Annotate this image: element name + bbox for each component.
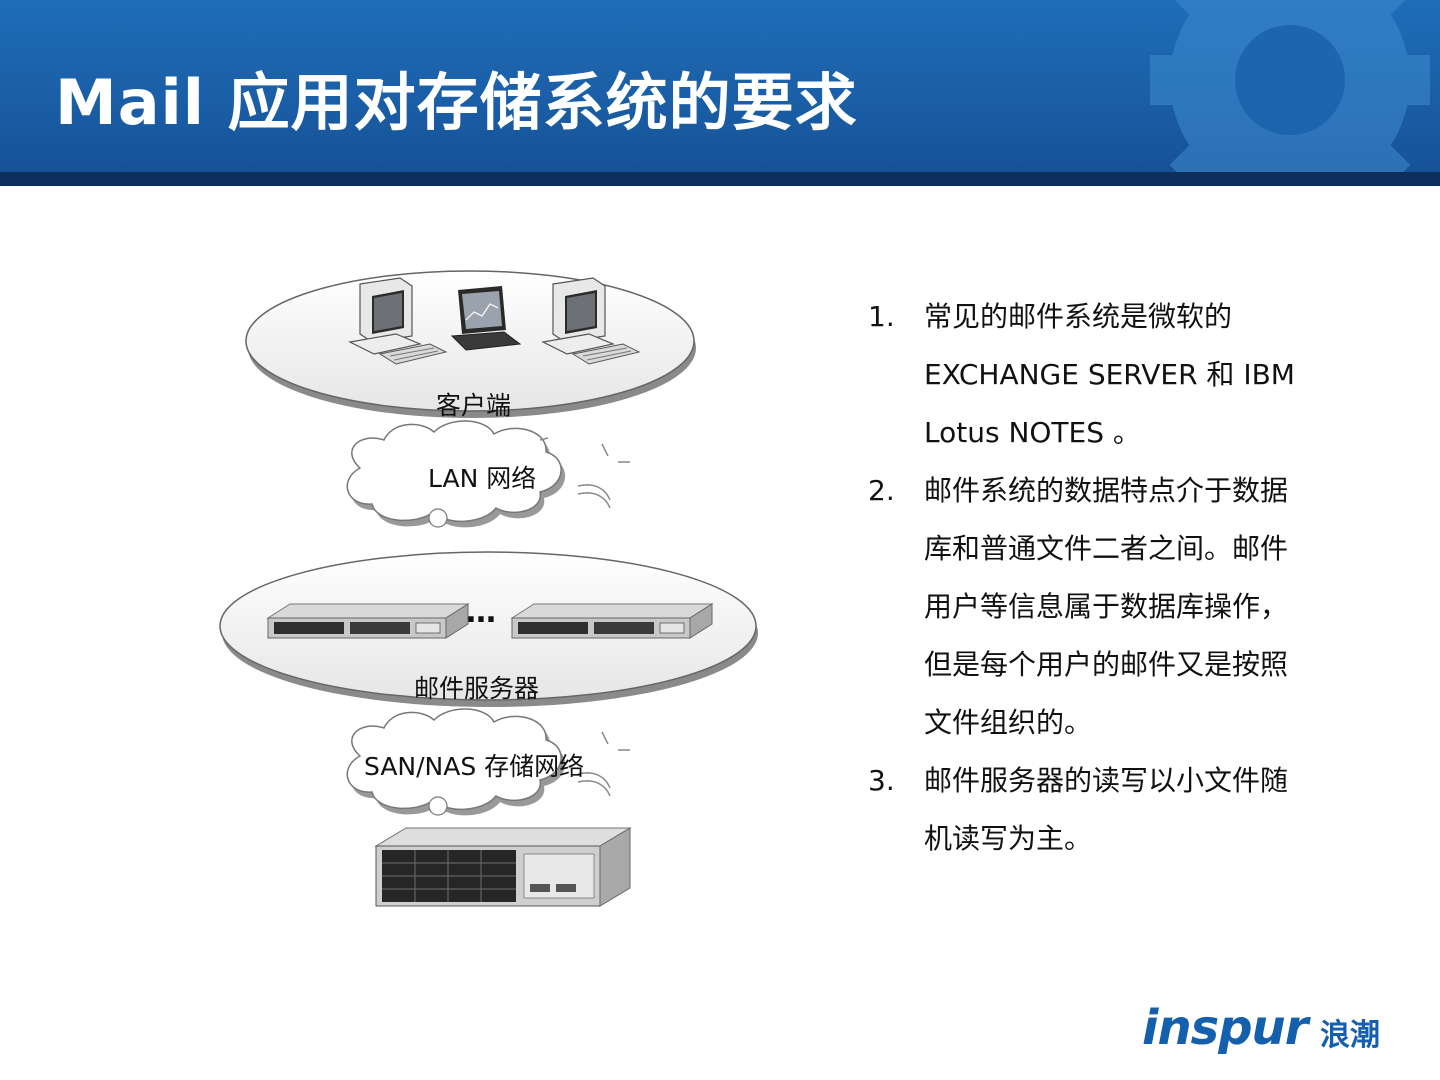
storage-array-icon: [374, 827, 632, 907]
list-item-line: 库和普通文件二者之间。邮件: [924, 532, 1289, 565]
header-banner: Mail 应用对存储系统的要求: [0, 0, 1440, 186]
laptop-icon: [450, 286, 522, 351]
rack-server-icon: [510, 603, 714, 639]
desktop-computer-icon: [541, 277, 641, 365]
server-ellipsis: …: [466, 595, 496, 630]
logo-brand-cn: 浪潮: [1320, 1018, 1380, 1053]
desktop-computer-icon: [348, 277, 448, 365]
list-item-line: 邮件服务器的读写以小文件随: [924, 764, 1289, 797]
list-item-line: EXCHANGE SERVER 和 IBM: [924, 358, 1295, 391]
list-item-number: 2.: [868, 474, 895, 507]
list-item-line: 但是每个用户的邮件又是按照: [924, 648, 1289, 681]
server-label: 邮件服务器: [414, 674, 540, 703]
list-item: 3. 邮件服务器的读写以小文件随 机读写为主。: [866, 752, 1366, 868]
list-item-line: 文件组织的。: [924, 706, 1093, 739]
list-item-line: 用户等信息属于数据库操作，: [924, 590, 1289, 623]
client-label: 客户端: [436, 391, 512, 420]
gear-icon: [1150, 0, 1430, 186]
list-item-line: 常见的邮件系统是微软的: [924, 300, 1233, 333]
list-item-number: 3.: [868, 764, 895, 797]
page-title: Mail 应用对存储系统的要求: [55, 66, 858, 139]
list-item-number: 1.: [868, 300, 895, 333]
requirements-list: 1. 常见的邮件系统是微软的 EXCHANGE SERVER 和 IBM Lot…: [866, 288, 1366, 868]
cloud-icon: [346, 420, 630, 528]
list-item: 1. 常见的邮件系统是微软的 EXCHANGE SERVER 和 IBM Lot…: [866, 288, 1366, 462]
lan-label: LAN 网络: [428, 464, 537, 493]
list-item-line: 机读写为主。: [924, 822, 1093, 855]
cloud-icon: [346, 708, 630, 816]
rack-server-icon: [266, 603, 470, 639]
list-item-line: Lotus NOTES 。: [924, 416, 1141, 449]
inspur-logo: inspur 浪潮: [1142, 1000, 1402, 1060]
san-label: SAN/NAS 存储网络: [364, 752, 585, 781]
header-divider-bar: [0, 172, 1440, 186]
server-zone-ellipse: [219, 551, 758, 707]
logo-brand: inspur: [1142, 1000, 1308, 1056]
list-item: 2. 邮件系统的数据特点介于数据 库和普通文件二者之间。邮件 用户等信息属于数据…: [866, 462, 1366, 752]
list-item-line: 邮件系统的数据特点介于数据: [924, 474, 1289, 507]
architecture-diagram: 客户端 LAN 网络 … 邮件服务器 SAN/NAS 存储网络: [0, 200, 800, 940]
